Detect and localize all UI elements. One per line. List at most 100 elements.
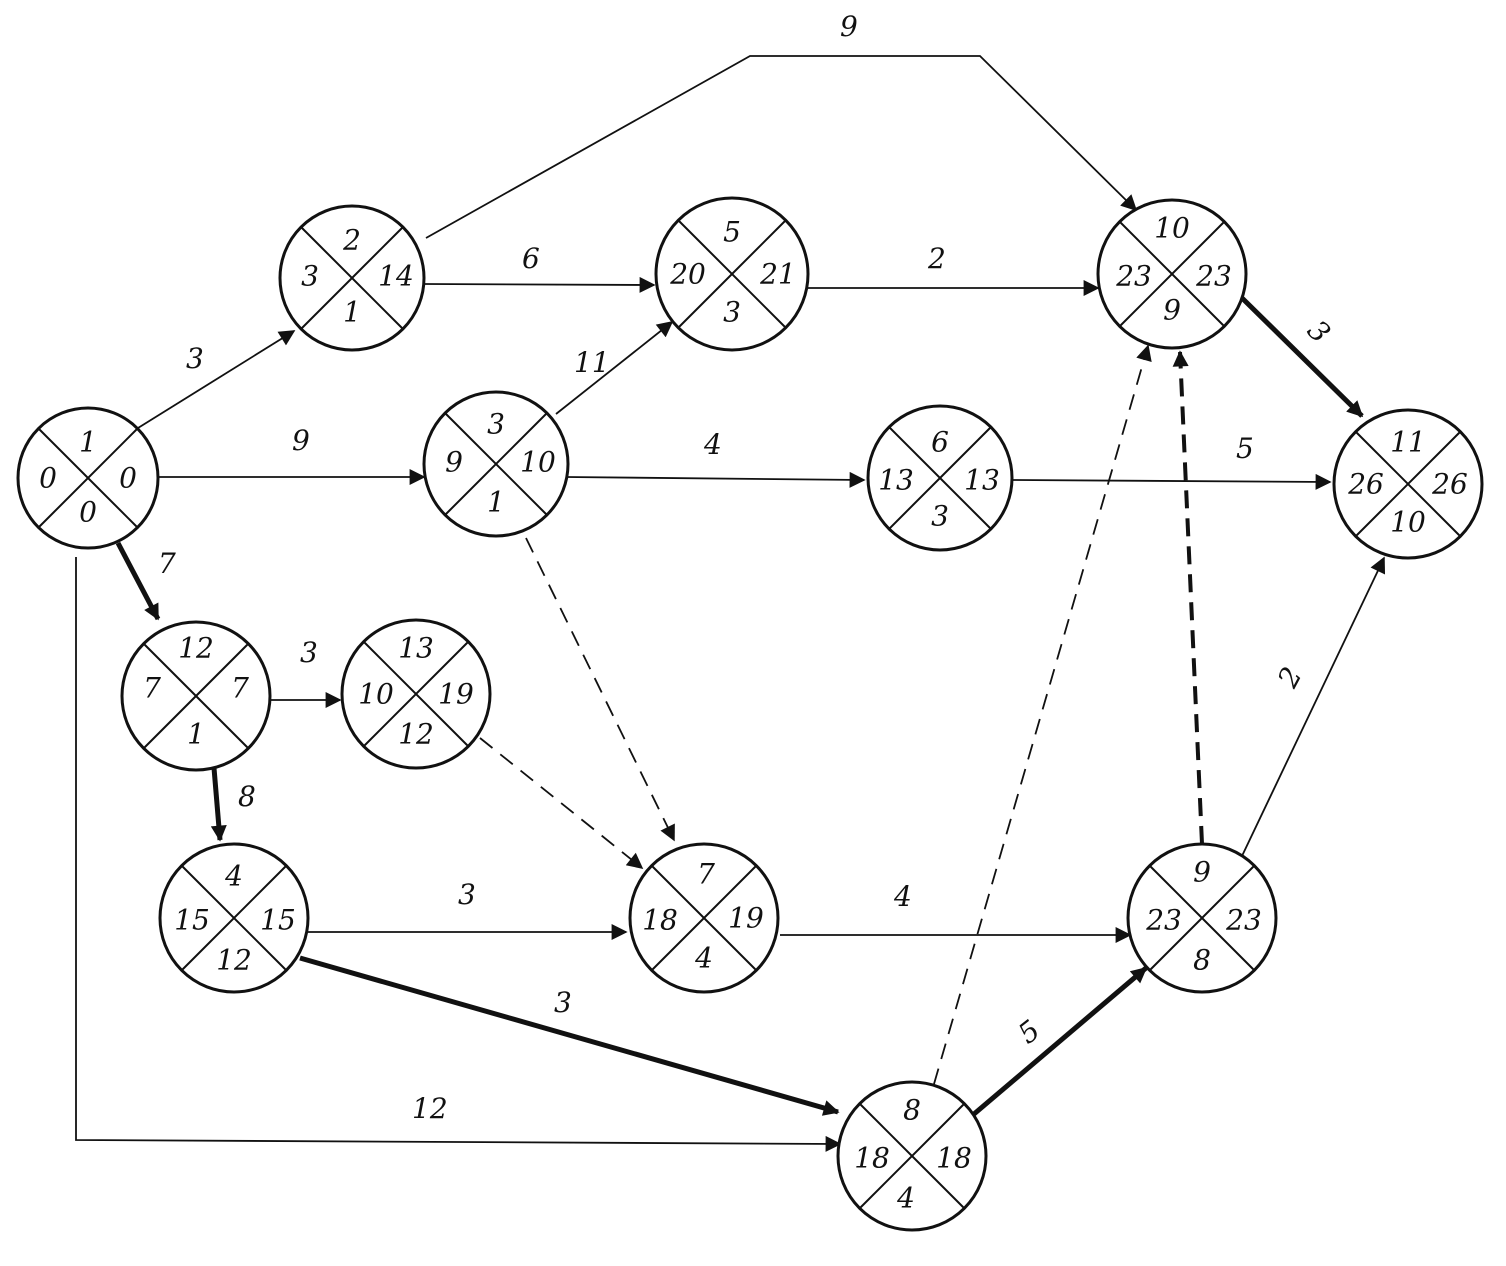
edges-layer: 3 9 7 12 6 9 11 4 [75,10,1386,1152]
node-6-left: 23 [1115,260,1152,293]
edge-n6-n7: 3 [1240,296,1364,418]
node-3: 3 9 10 1 [422,390,570,538]
node-3-top: 3 [487,408,505,441]
node-12-bottom: 8 [1193,944,1211,977]
node-7-top: 11 [1390,426,1426,459]
node-1-right: 0 [119,462,137,495]
edge-label-n8-n10: 8 [238,780,256,813]
edge-n10-n11: 3 [308,878,628,940]
node-4-bottom: 3 [723,296,741,329]
node-10-left: 15 [174,904,210,937]
edge-label-n10-n11: 3 [458,878,476,911]
node-13: 8 18 18 4 [836,1080,988,1232]
edge-n3-n11 [525,537,675,842]
node-9-left: 10 [358,678,394,711]
edge-n12-n6 [1172,350,1204,845]
node-11: 7 18 19 4 [628,842,780,994]
node-13-right: 18 [936,1142,972,1175]
edge-n1-n2: 3 [137,330,296,429]
node-5-top: 6 [931,426,949,459]
edge-label-n1-n3: 9 [292,424,310,457]
node-6: 10 23 23 9 [1096,198,1248,350]
node-10-bottom: 12 [216,944,252,977]
node-9-top: 13 [398,632,434,665]
edge-label-n12-n7: 2 [1271,662,1309,694]
node-11-bottom: 4 [694,942,713,975]
node-6-bottom: 9 [1163,294,1181,327]
edge-n8-n9: 3 [268,636,342,708]
node-9: 13 10 19 12 [340,618,492,770]
edge-n2-n4: 6 [423,242,656,293]
edge-label-n11-n12: 4 [893,880,912,913]
edge-n3-n5: 4 [565,428,866,488]
node-13-top: 8 [903,1094,921,1127]
node-8-bottom: 1 [187,718,205,751]
node-2-bottom: 1 [343,296,361,329]
node-4-right: 21 [759,258,796,291]
edge-n1-n13: 12 [75,557,842,1152]
edge-label-n6-n7: 3 [1301,314,1337,350]
edge-label-n2-n4: 6 [522,242,540,275]
node-11-right: 19 [728,902,764,935]
node-10: 4 15 15 12 [158,842,310,994]
node-6-right: 23 [1195,260,1232,293]
node-1: 1 0 0 0 [16,406,160,550]
node-5-left: 13 [878,464,914,497]
edge-n8-n10: 8 [210,767,256,842]
node-8: 12 7 7 1 [120,620,272,772]
edge-n1-n3: 9 [158,424,426,485]
node-3-bottom: 1 [487,486,505,519]
edge-label-n4-n6: 2 [927,242,946,275]
node-1-bottom: 0 [79,496,97,529]
edge-label-n13-n12: 5 [1012,1013,1046,1050]
edge-label-n5-n7: 5 [1236,432,1254,465]
edge-label-n1-n13: 12 [412,1092,448,1125]
node-9-bottom: 12 [398,718,434,751]
edge-n2-n6: 9 [425,10,1138,239]
node-13-left: 18 [854,1142,890,1175]
node-3-left: 9 [445,446,463,479]
edge-n4-n6: 2 [808,242,1100,296]
edge-n3-n4: 11 [555,321,674,415]
node-8-top: 12 [178,632,214,665]
node-10-top: 4 [224,860,243,893]
node-11-top: 7 [697,858,715,891]
edge-n9-n11 [479,737,644,870]
node-8-left: 7 [143,672,161,705]
node-12: 9 23 23 8 [1126,842,1278,994]
node-5-bottom: 3 [931,500,949,533]
node-12-top: 9 [1193,856,1211,889]
edge-label-n8-n9: 3 [300,636,318,669]
edge-label-n3-n4: 11 [574,346,610,379]
node-3-right: 10 [520,446,556,479]
node-7-bottom: 10 [1390,506,1426,539]
node-6-top: 10 [1154,212,1190,245]
edge-n12-n7: 2 [1241,556,1386,857]
node-7: 11 26 26 10 [1332,408,1484,560]
edge-n5-n7: 5 [1011,432,1332,490]
edge-n13-n12: 5 [972,966,1148,1116]
node-8-right: 7 [231,672,249,705]
node-1-top: 1 [79,426,97,459]
node-4: 5 20 21 3 [654,196,810,352]
edge-n10-n13: 3 [299,955,840,1116]
edge-n1-n8: 7 [115,541,176,621]
node-2: 2 3 14 1 [278,204,426,352]
node-5: 6 13 13 3 [866,404,1014,552]
node-9-right: 19 [438,678,474,711]
node-12-left: 23 [1145,904,1182,937]
node-1-left: 0 [39,462,57,495]
edge-label-n1-n2: 3 [186,342,204,375]
node-2-right: 14 [378,260,414,293]
edge-n11-n12: 4 [780,880,1132,943]
node-4-left: 20 [669,258,706,291]
edge-label-n10-n13: 3 [554,986,572,1019]
node-7-left: 26 [1347,468,1384,501]
edge-label-n1-n8: 7 [158,547,176,580]
node-13-bottom: 4 [896,1182,915,1215]
node-5-right: 13 [964,464,1000,497]
nodes-layer: 1 0 0 0 2 3 14 1 3 9 10 1 5 [16,196,1484,1232]
node-4-top: 5 [723,216,741,249]
node-2-left: 3 [301,260,319,293]
